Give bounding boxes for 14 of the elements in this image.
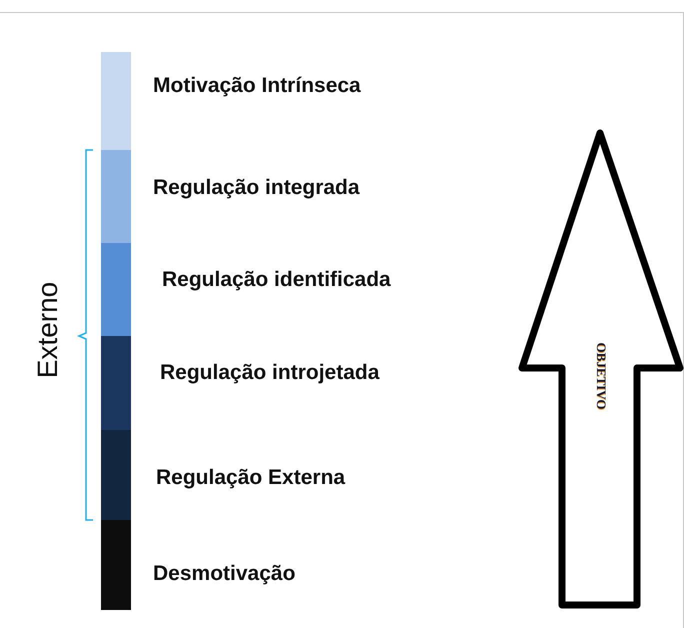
bracket-label: Externo (34, 282, 62, 378)
scale-segment (101, 336, 131, 430)
level-label: Motivação Intrínseca (153, 75, 361, 96)
level-label: Regulação identificada (162, 269, 391, 290)
scale-segment (101, 243, 131, 336)
scale-segment (101, 520, 131, 610)
scale-segment (101, 150, 131, 243)
arrow-label: OBJETIVO (593, 342, 609, 410)
level-label: Regulação integrada (153, 177, 360, 198)
scale-segment (101, 52, 131, 150)
level-label: Regulação Externa (156, 467, 346, 488)
level-label: Regulação introjetada (160, 362, 380, 383)
scale-segment (101, 430, 131, 520)
level-label: Desmotivação (153, 563, 296, 584)
